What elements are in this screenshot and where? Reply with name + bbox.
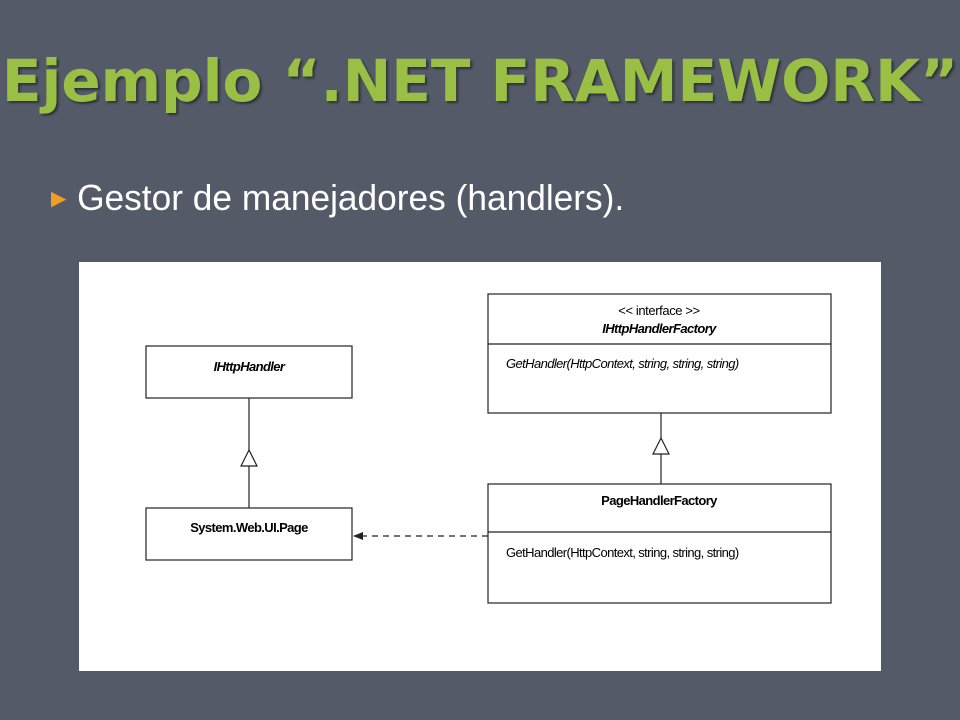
class-pagehandlerfactory-name: PageHandlerFactory	[601, 493, 718, 508]
interface-name: IHttpHandlerFactory	[602, 321, 717, 336]
class-pagehandlerfactory: PageHandlerFactory GetHandler(HttpContex…	[487, 483, 832, 604]
generalization-page-to-ihttphandler	[240, 398, 258, 508]
bullet-arrow-icon: ►	[46, 183, 72, 213]
slide-title: Ejemplo “.NET FRAMEWORK”	[1, 47, 959, 115]
interface-ihttphandlerfactory: << interface >> IHttpHandlerFactory GetH…	[487, 293, 832, 414]
interface-stereotype: << interface >>	[618, 303, 699, 318]
interface-method: GetHandler(HttpContext, string, string, …	[506, 356, 739, 371]
uml-diagram-svg: IHttpHandler System.Web.UI.Page << inter…	[145, 293, 832, 604]
realization-factory-to-interface	[652, 413, 670, 484]
class-page-name: System.Web.UI.Page	[190, 520, 308, 535]
bullet-text: Gestor de manejadores (handlers).	[77, 177, 625, 218]
bullet-item: ► Gestor de manejadores (handlers).	[46, 180, 624, 216]
class-pagehandlerfactory-method: GetHandler(HttpContext, string, string, …	[506, 545, 739, 560]
class-ihttphandler-name: IHttpHandler	[214, 359, 286, 374]
class-ihttphandler: IHttpHandler	[145, 345, 353, 399]
uml-class-diagram: IHttpHandler System.Web.UI.Page << inter…	[79, 262, 881, 671]
class-system-web-ui-page: System.Web.UI.Page	[145, 507, 353, 561]
